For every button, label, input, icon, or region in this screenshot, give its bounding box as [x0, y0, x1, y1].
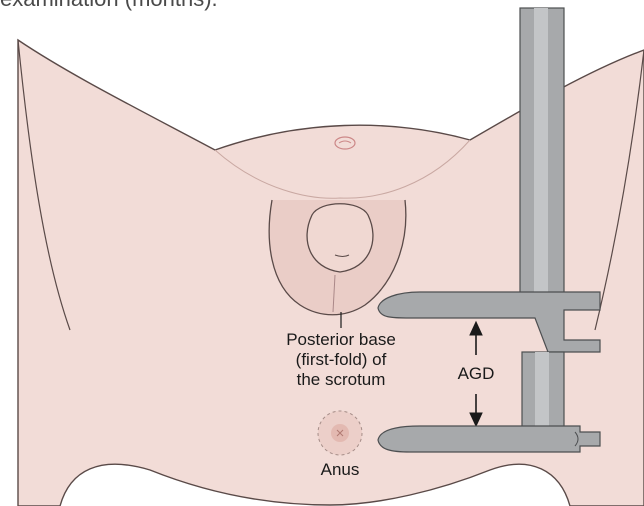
posterior-base-label: Posterior base (first-fold) of the scrot… [262, 330, 420, 390]
agd-label: AGD [448, 364, 504, 384]
anus-label: Anus [310, 460, 370, 480]
penis [307, 204, 373, 272]
posterior-base-line-1: Posterior base [262, 330, 420, 350]
posterior-base-line-2: (first-fold) of [262, 350, 420, 370]
anus-marker [318, 411, 362, 455]
posterior-base-line-3: the scrotum [262, 370, 420, 390]
